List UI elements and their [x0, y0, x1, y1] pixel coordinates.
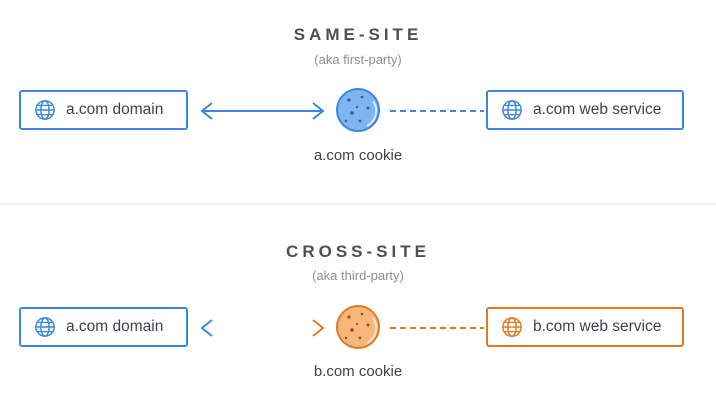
double-arrow-icon — [200, 102, 325, 120]
same-site-connectors — [200, 88, 484, 132]
same-site-title: SAME-SITE — [293, 25, 423, 44]
globe-icon — [502, 317, 522, 337]
cross-site-right-box-label: b.com web service — [533, 318, 662, 335]
section-divider — [0, 203, 716, 205]
cookie-icon — [336, 305, 380, 349]
cross-site-subtitle: (aka third-party) — [312, 268, 404, 283]
cross-site-section: CROSS-SITE (aka third-party) a.com domai… — [0, 206, 716, 411]
cookie-icon — [336, 88, 380, 132]
same-site-left-box-label: a.com domain — [66, 101, 164, 118]
cross-site-left-box-label: a.com domain — [66, 318, 164, 335]
same-site-subtitle: (aka first-party) — [314, 52, 402, 67]
same-site-right-box-label: a.com web service — [533, 101, 662, 118]
cross-site-title: CROSS-SITE — [286, 242, 430, 261]
cross-site-cookie-label: b.com cookie — [313, 363, 403, 380]
double-arrow-icon — [200, 319, 325, 337]
globe-icon — [35, 317, 55, 337]
same-site-right-box: a.com web service — [486, 90, 684, 130]
same-site-section: SAME-SITE (aka first-party) a.com domain… — [0, 0, 716, 203]
cross-site-left-box: a.com domain — [19, 307, 188, 347]
cross-site-connectors — [200, 305, 484, 349]
same-site-cookie-label: a.com cookie — [313, 147, 403, 164]
globe-icon — [502, 100, 522, 120]
same-site-left-box: a.com domain — [19, 90, 188, 130]
cross-site-right-box: b.com web service — [486, 307, 684, 347]
globe-icon — [35, 100, 55, 120]
